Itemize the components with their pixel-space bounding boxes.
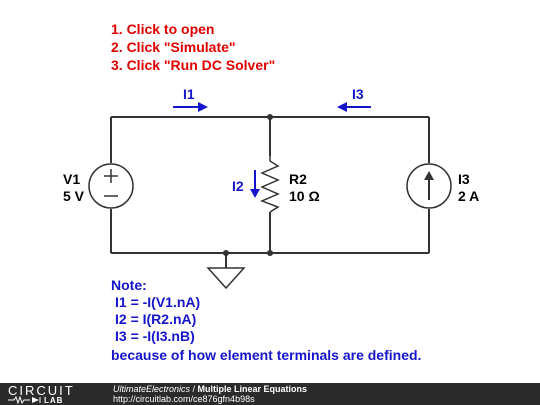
instruction-step-3: 3. Click "Run DC Solver" bbox=[111, 57, 275, 73]
footer-circuit-title: Multiple Linear Equations bbox=[197, 384, 308, 394]
note-line-1: I1 = -I(V1.nA) bbox=[115, 294, 200, 310]
footer-url[interactable]: http://circuitlab.com/ce876gfn4b98s bbox=[113, 394, 255, 404]
wires bbox=[110, 116, 430, 268]
i2-arrow-icon bbox=[250, 170, 260, 198]
voltage-source-v1[interactable] bbox=[88, 163, 134, 209]
current-source-i3[interactable] bbox=[406, 163, 452, 209]
i2-current-label: I2 bbox=[232, 178, 244, 194]
note-line-3: I3 = -I(I3.nB) bbox=[115, 328, 195, 344]
junction-ground bbox=[223, 250, 229, 256]
ground-symbol[interactable] bbox=[206, 267, 246, 290]
i3-arrow-icon bbox=[337, 102, 371, 112]
instruction-step-1[interactable]: 1. Click to open bbox=[111, 21, 214, 37]
r2-name-label: R2 bbox=[289, 171, 307, 187]
i3-source-name-label: I3 bbox=[458, 171, 470, 187]
i1-current-label: I1 bbox=[183, 86, 195, 102]
v1-name-label: V1 bbox=[63, 171, 80, 187]
note-line-2: I2 = I(R2.nA) bbox=[115, 311, 196, 327]
instruction-step-2: 2. Click "Simulate" bbox=[111, 39, 236, 55]
footer-bar: CIRCUIT LAB UltimateElectronics / Multip… bbox=[0, 383, 540, 405]
junction-bottom bbox=[267, 250, 273, 256]
note-line-4: because of how element terminals are def… bbox=[111, 347, 421, 363]
note-heading: Note: bbox=[111, 277, 147, 293]
junction-top bbox=[267, 114, 273, 120]
i1-arrow-icon bbox=[173, 102, 208, 112]
v1-value-label: 5 V bbox=[63, 188, 85, 204]
r2-value-label: 10 Ω bbox=[289, 188, 320, 204]
circuitlab-logo-bottom: LAB bbox=[44, 396, 64, 405]
i3-current-label: I3 bbox=[352, 86, 364, 102]
footer-separator: / bbox=[190, 384, 198, 394]
waveform-icon bbox=[8, 396, 41, 404]
i3-source-value-label: 2 A bbox=[458, 188, 479, 204]
footer-title[interactable]: UltimateElectronics / Multiple Linear Eq… bbox=[113, 384, 307, 394]
circuitlab-logo-top: CIRCUIT bbox=[8, 383, 75, 398]
footer-author: UltimateElectronics bbox=[113, 384, 191, 394]
resistor-r2[interactable] bbox=[260, 156, 280, 213]
